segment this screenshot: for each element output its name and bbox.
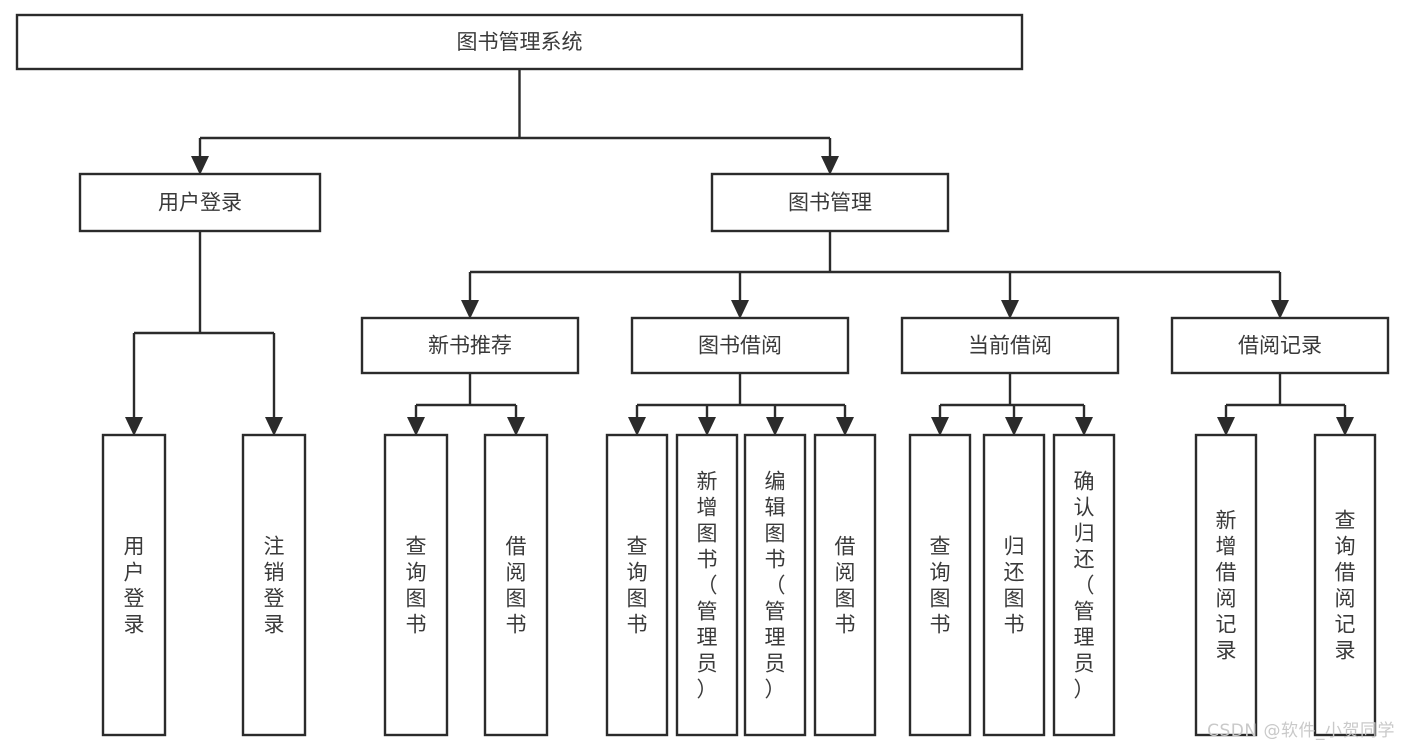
arrow-head-leaf-edit-book xyxy=(766,417,784,436)
node-box-leaf-edit-book xyxy=(743,433,807,737)
node-box-leaf-borrow-book-2 xyxy=(813,433,877,737)
node-box-leaf-confirm-return xyxy=(1052,433,1116,737)
node-box-leaf-add-record xyxy=(1194,433,1258,737)
node-book-manage[interactable]: 图书管理 xyxy=(710,172,950,233)
node-label-user-login: 用户登录 xyxy=(158,191,242,215)
node-leaf-borrow-book-2[interactable]: 借阅图书 xyxy=(813,433,877,737)
node-label-root: 图书管理系统 xyxy=(457,30,583,54)
connector-group-user-login xyxy=(125,231,283,436)
node-leaf-add-record[interactable]: 新增借阅记录 xyxy=(1194,433,1258,737)
node-borrow-record[interactable]: 借阅记录 xyxy=(1170,316,1390,375)
node-label-leaf-confirm-return: 确认归还（管理员） xyxy=(1074,469,1095,701)
node-box-book-borrow xyxy=(630,316,850,375)
node-label-leaf-add-book: 新增图书（管理员） xyxy=(697,469,718,701)
node-box-leaf-query-book-2 xyxy=(605,433,669,737)
arrow-head-book-manage xyxy=(821,156,839,175)
connector-group-root xyxy=(191,69,839,175)
node-label-leaf-user-login: 用户登录 xyxy=(124,534,145,636)
node-leaf-query-book-2[interactable]: 查询图书 xyxy=(605,433,669,737)
node-leaf-borrow-book-1[interactable]: 借阅图书 xyxy=(483,433,549,737)
node-label-leaf-return-book: 归还图书 xyxy=(1004,534,1025,636)
node-current-borrow[interactable]: 当前借阅 xyxy=(900,316,1120,375)
node-box-borrow-record xyxy=(1170,316,1390,375)
node-label-leaf-user-logout: 注销登录 xyxy=(264,534,285,636)
node-label-leaf-add-record: 新增借阅记录 xyxy=(1216,508,1237,662)
node-root[interactable]: 图书管理系统 xyxy=(15,13,1024,71)
arrow-head-leaf-borrow-book-1 xyxy=(507,417,525,436)
node-label-current-borrow: 当前借阅 xyxy=(968,334,1052,358)
nodes-layer: 图书管理系统用户登录图书管理新书推荐图书借阅当前借阅借阅记录用户登录注销登录查询… xyxy=(15,13,1390,737)
connectors-layer xyxy=(125,69,1354,436)
node-box-leaf-user-logout xyxy=(241,433,307,737)
node-leaf-query-record[interactable]: 查询借阅记录 xyxy=(1313,433,1377,737)
node-box-leaf-query-book-1 xyxy=(383,433,449,737)
node-box-user-login xyxy=(78,172,322,233)
arrow-head-leaf-query-record xyxy=(1336,417,1354,436)
node-box-leaf-query-book-3 xyxy=(908,433,972,737)
arrow-head-leaf-query-book-2 xyxy=(628,417,646,436)
node-user-login[interactable]: 用户登录 xyxy=(78,172,322,233)
node-label-leaf-query-record: 查询借阅记录 xyxy=(1335,508,1356,662)
arrow-head-leaf-user-logout xyxy=(265,417,283,436)
arrow-head-leaf-borrow-book-2 xyxy=(836,417,854,436)
node-box-leaf-add-book xyxy=(675,433,739,737)
node-label-leaf-query-book-3: 查询图书 xyxy=(930,534,951,636)
arrow-head-leaf-confirm-return xyxy=(1075,417,1093,436)
node-box-book-manage xyxy=(710,172,950,233)
arrow-head-leaf-add-book xyxy=(698,417,716,436)
arrow-head-current-borrow xyxy=(1001,300,1019,319)
node-label-leaf-borrow-book-1: 借阅图书 xyxy=(506,534,527,636)
node-leaf-confirm-return[interactable]: 确认归还（管理员） xyxy=(1052,433,1116,737)
arrow-head-user-login xyxy=(191,156,209,175)
arrow-head-borrow-record xyxy=(1271,300,1289,319)
arrow-head-leaf-user-login xyxy=(125,417,143,436)
node-box-root xyxy=(15,13,1024,71)
node-label-book-manage: 图书管理 xyxy=(788,191,872,215)
node-leaf-user-login[interactable]: 用户登录 xyxy=(101,433,167,737)
node-box-leaf-query-record xyxy=(1313,433,1377,737)
arrow-head-book-borrow xyxy=(731,300,749,319)
node-label-borrow-record: 借阅记录 xyxy=(1238,334,1322,358)
node-label-leaf-borrow-book-2: 借阅图书 xyxy=(835,534,856,636)
node-box-new-book-rec xyxy=(360,316,580,375)
node-leaf-query-book-1[interactable]: 查询图书 xyxy=(383,433,449,737)
node-box-leaf-borrow-book-1 xyxy=(483,433,549,737)
connector-group-borrow-record xyxy=(1217,373,1354,436)
arrow-head-leaf-add-record xyxy=(1217,417,1235,436)
connector-group-current-borrow xyxy=(931,373,1093,436)
arrow-head-leaf-return-book xyxy=(1005,417,1023,436)
connector-group-book-borrow xyxy=(628,373,854,436)
node-leaf-query-book-3[interactable]: 查询图书 xyxy=(908,433,972,737)
node-label-leaf-query-book-2: 查询图书 xyxy=(627,534,648,636)
connector-group-book-manage xyxy=(461,231,1289,319)
connector-group-new-book-rec xyxy=(407,373,525,436)
node-label-new-book-rec: 新书推荐 xyxy=(428,334,512,358)
node-label-book-borrow: 图书借阅 xyxy=(698,334,782,358)
node-book-borrow[interactable]: 图书借阅 xyxy=(630,316,850,375)
node-leaf-user-logout[interactable]: 注销登录 xyxy=(241,433,307,737)
arrow-head-leaf-query-book-1 xyxy=(407,417,425,436)
node-box-current-borrow xyxy=(900,316,1120,375)
arrow-head-new-book-rec xyxy=(461,300,479,319)
node-box-leaf-user-login xyxy=(101,433,167,737)
node-new-book-rec[interactable]: 新书推荐 xyxy=(360,316,580,375)
node-label-leaf-query-book-1: 查询图书 xyxy=(406,534,427,636)
node-leaf-edit-book[interactable]: 编辑图书（管理员） xyxy=(743,433,807,737)
node-box-leaf-return-book xyxy=(982,433,1046,737)
node-leaf-return-book[interactable]: 归还图书 xyxy=(982,433,1046,737)
node-label-leaf-edit-book: 编辑图书（管理员） xyxy=(765,469,786,701)
node-leaf-add-book[interactable]: 新增图书（管理员） xyxy=(675,433,739,737)
arrow-head-leaf-query-book-3 xyxy=(931,417,949,436)
